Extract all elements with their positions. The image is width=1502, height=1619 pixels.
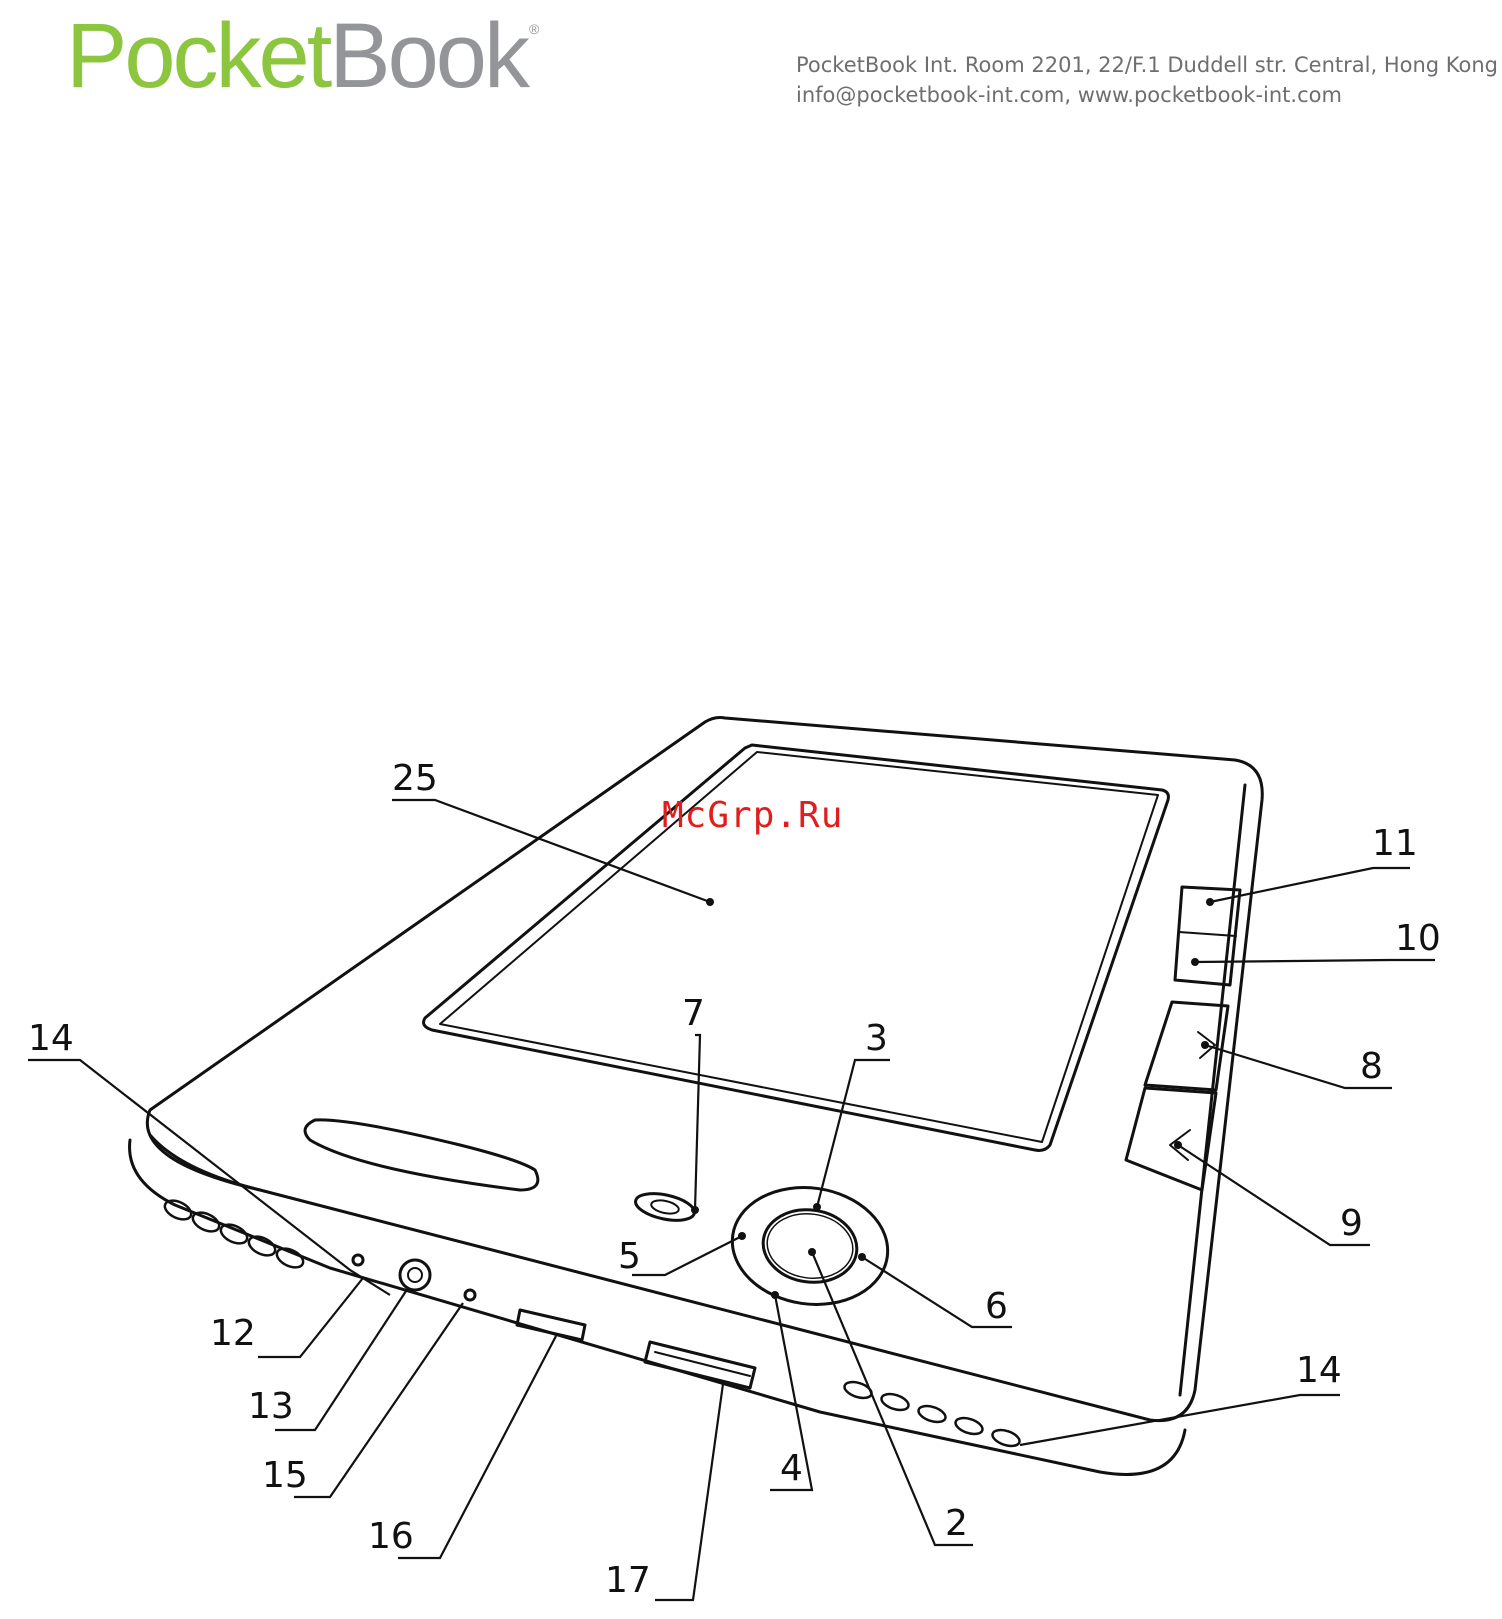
callout-9: 9 xyxy=(1340,1203,1363,1244)
small-button xyxy=(633,1189,697,1225)
callout-6: 6 xyxy=(985,1286,1008,1327)
speaker-grille xyxy=(305,1120,538,1190)
card-slot xyxy=(645,1342,755,1388)
callout-8: 8 xyxy=(1360,1046,1383,1087)
callout-17: 17 xyxy=(605,1560,651,1601)
callout-13: 13 xyxy=(248,1386,294,1427)
callout-2: 2 xyxy=(945,1503,968,1544)
callout-14-left: 14 xyxy=(28,1018,74,1059)
reset-hole xyxy=(465,1290,475,1300)
callout-12: 12 xyxy=(210,1313,256,1354)
callout-4: 4 xyxy=(780,1448,803,1489)
center-button xyxy=(758,1204,861,1288)
watermark-text: McGrp.Ru xyxy=(662,795,843,836)
device-front-edge xyxy=(150,1135,260,1190)
side-button-8 xyxy=(1145,1002,1228,1090)
callout-3: 3 xyxy=(865,1018,888,1059)
callout-15: 15 xyxy=(262,1455,308,1496)
headphone-jack xyxy=(400,1260,430,1290)
callout-16: 16 xyxy=(368,1516,414,1557)
indicator-hole xyxy=(353,1255,363,1265)
callout-5: 5 xyxy=(618,1236,641,1277)
callout-11: 11 xyxy=(1372,823,1418,864)
callout-7: 7 xyxy=(682,993,705,1034)
callout-14-right: 14 xyxy=(1296,1350,1342,1391)
callout-10: 10 xyxy=(1395,918,1441,959)
navigation-ring xyxy=(725,1178,896,1315)
callout-25: 25 xyxy=(392,758,438,799)
